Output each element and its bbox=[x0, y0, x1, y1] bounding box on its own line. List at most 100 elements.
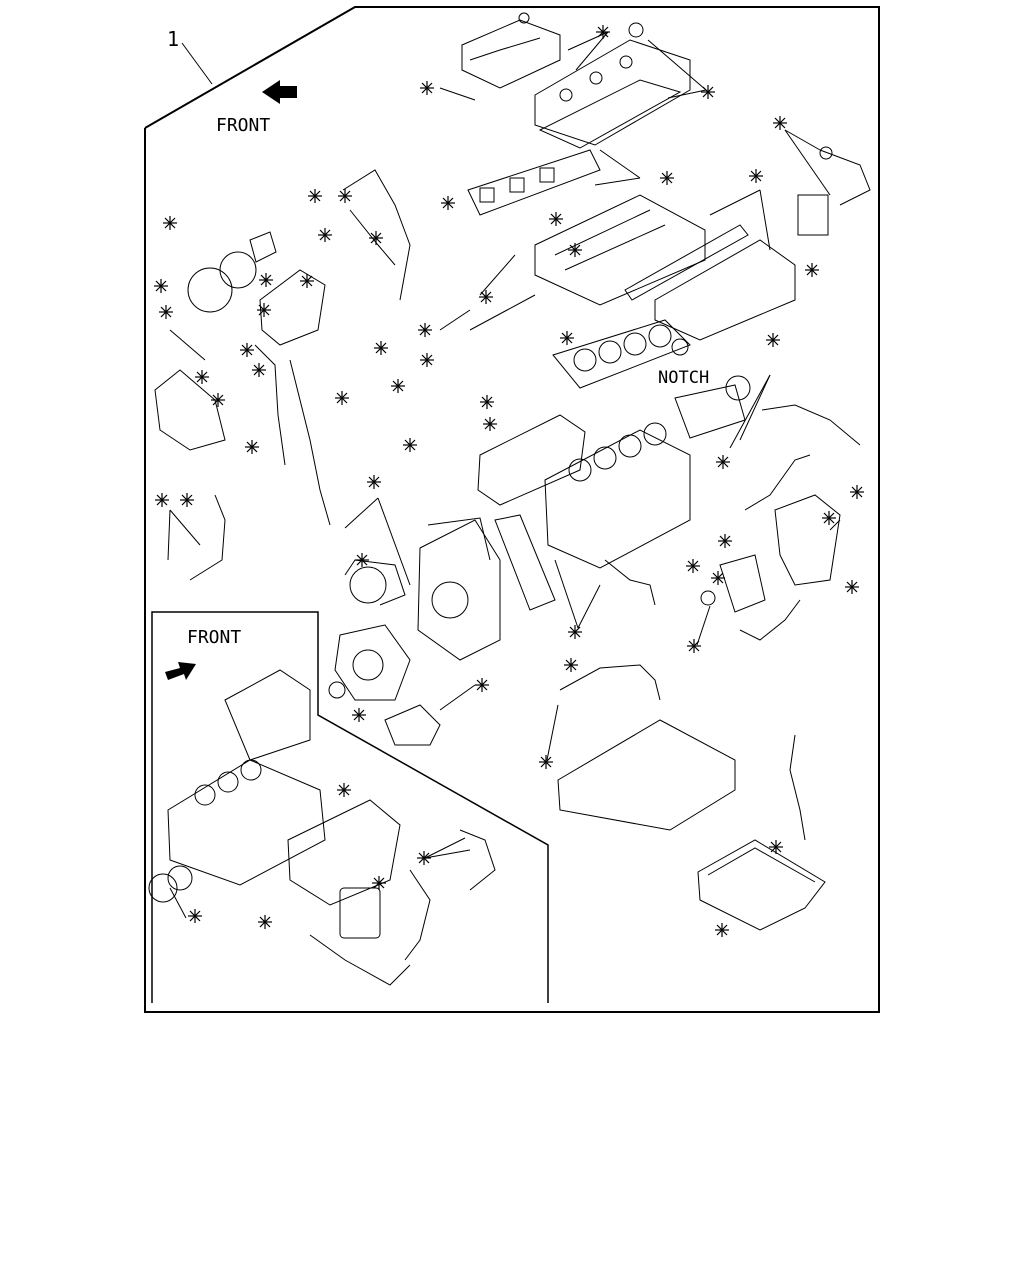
asterisk-icon bbox=[299, 273, 315, 289]
turbo-oil-line bbox=[189, 494, 226, 581]
oil-pipe-left bbox=[289, 359, 331, 526]
inset-upper-block bbox=[224, 669, 311, 761]
asterisk-icon bbox=[482, 416, 498, 432]
asterisk-icon bbox=[478, 289, 494, 305]
inlet-manifold-pipe bbox=[477, 414, 586, 506]
front-label-upper: FRONT bbox=[216, 115, 270, 136]
asterisk-icon bbox=[419, 80, 435, 96]
asterisk-icon bbox=[257, 914, 273, 930]
cylinder-head bbox=[534, 194, 706, 306]
asterisk-icon bbox=[244, 439, 260, 455]
valve-cover bbox=[534, 22, 691, 146]
front-arrow-lower-icon bbox=[165, 662, 196, 680]
asterisk-icon bbox=[567, 624, 583, 640]
asterisk-icon bbox=[440, 195, 456, 211]
asterisk-icon bbox=[686, 638, 702, 654]
intake-manifold-gasket bbox=[624, 224, 749, 301]
notch-callout bbox=[671, 338, 689, 356]
asterisk-icon bbox=[153, 278, 169, 294]
oil-pipe-left-2 bbox=[254, 344, 286, 466]
exhaust-adaptor bbox=[259, 269, 326, 346]
oil-dipstick-guide bbox=[789, 734, 806, 841]
asterisk-icon bbox=[548, 211, 564, 227]
timing-case-gasket bbox=[427, 517, 491, 561]
asterisk-icon bbox=[354, 552, 370, 568]
asterisk-icon bbox=[772, 115, 788, 131]
inset-water-pipes bbox=[309, 829, 496, 986]
notch-label: NOTCH bbox=[658, 368, 709, 388]
asterisk-icon bbox=[317, 227, 333, 243]
inset-oil-filter-housing bbox=[287, 799, 401, 939]
asterisk-icon bbox=[849, 484, 865, 500]
asterisk-icon bbox=[239, 342, 255, 358]
water-pump bbox=[344, 559, 406, 606]
asterisk-icon bbox=[685, 558, 701, 574]
asterisk-icon bbox=[804, 262, 820, 278]
rear-plate-gasket bbox=[494, 514, 556, 611]
front-oil-seal bbox=[328, 681, 346, 699]
asterisk-icon bbox=[419, 352, 435, 368]
asterisk-icon bbox=[567, 242, 583, 258]
asterisk-icon bbox=[595, 24, 611, 40]
front-cover bbox=[334, 624, 411, 701]
inset-rear-seal bbox=[148, 865, 193, 903]
asterisk-icon bbox=[371, 875, 387, 891]
fuel-return-line-right-2 bbox=[744, 454, 811, 511]
oil-pan bbox=[697, 839, 826, 931]
asterisk-icon bbox=[821, 510, 837, 526]
asterisk-icon bbox=[715, 454, 731, 470]
intake-manifold bbox=[654, 239, 796, 341]
fuel-feed-line-right bbox=[739, 599, 801, 641]
oil-pan-upper bbox=[557, 719, 736, 831]
asterisk-icon bbox=[373, 340, 389, 356]
asterisk-icon bbox=[659, 170, 675, 186]
kit-markers bbox=[153, 24, 865, 938]
exhaust-manifold bbox=[467, 149, 601, 216]
asterisk-icon bbox=[700, 84, 716, 100]
asterisk-icon bbox=[538, 754, 554, 770]
turbocharger bbox=[187, 231, 277, 313]
asterisk-icon bbox=[765, 332, 781, 348]
inset-cylinder-block bbox=[167, 759, 326, 886]
asterisk-icon bbox=[844, 579, 860, 595]
asterisk-icon bbox=[337, 188, 353, 204]
outer-frame bbox=[144, 6, 880, 1013]
fuel-pump-o-ring bbox=[700, 590, 716, 606]
asterisk-icon bbox=[162, 215, 178, 231]
asterisk-icon bbox=[351, 707, 367, 723]
asterisk-icon bbox=[559, 330, 575, 346]
asterisk-icon bbox=[256, 302, 272, 318]
asterisk-icon bbox=[187, 908, 203, 924]
asterisk-icon bbox=[334, 390, 350, 406]
inset-frame bbox=[151, 611, 549, 1003]
asterisk-icon bbox=[717, 533, 733, 549]
asterisk-icon bbox=[210, 392, 226, 408]
asterisk-icon bbox=[390, 378, 406, 394]
asterisk-icon bbox=[258, 272, 274, 288]
egr-cooler bbox=[461, 12, 561, 89]
asterisk-icon bbox=[366, 474, 382, 490]
fuel-supply-pump bbox=[719, 494, 841, 613]
asterisk-icon bbox=[307, 188, 323, 204]
asterisk-icon bbox=[748, 168, 764, 184]
asterisk-icon bbox=[768, 839, 784, 855]
asterisk-icon bbox=[479, 394, 495, 410]
cylinder-block bbox=[544, 422, 691, 569]
front-arrow-upper-icon bbox=[262, 80, 297, 104]
cylinder-head-gasket bbox=[552, 319, 691, 389]
fuel-return-line-right bbox=[761, 404, 861, 446]
asterisk-icon bbox=[417, 322, 433, 338]
asterisk-icon bbox=[251, 362, 267, 378]
timing-gear-case bbox=[417, 519, 501, 661]
asterisk-icon bbox=[154, 492, 170, 508]
front-label-lower: FRONT bbox=[187, 627, 241, 648]
asterisk-icon bbox=[474, 677, 490, 693]
exhaust-pipe bbox=[154, 369, 226, 451]
fuel-injection-pipes bbox=[342, 169, 411, 301]
oil-drain-pipe bbox=[559, 664, 661, 701]
asterisk-icon bbox=[194, 369, 210, 385]
egr-valve bbox=[797, 146, 871, 236]
asterisk-icon bbox=[563, 657, 579, 673]
leader-lines bbox=[167, 31, 841, 919]
